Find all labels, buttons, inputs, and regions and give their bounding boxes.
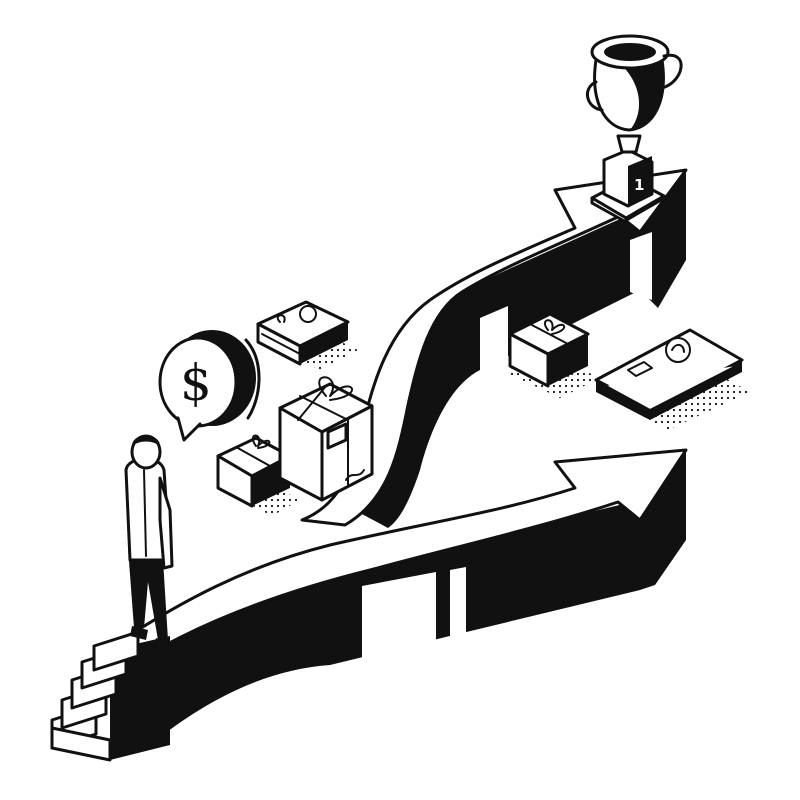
trophy-icon: 1 xyxy=(586,34,683,224)
person-figure xyxy=(124,434,182,650)
staircase xyxy=(50,630,170,762)
gift-box-icon xyxy=(278,376,374,502)
speech-bubble-symbol: $ xyxy=(180,354,212,412)
wallet-icon xyxy=(594,328,744,420)
cash-bundle-icon xyxy=(256,300,350,366)
gift-box-icon xyxy=(508,312,590,388)
trophy-rank-number: 1 xyxy=(634,176,644,194)
lower-arrow-path xyxy=(98,448,688,745)
dollar-speech-bubble-icon: $ xyxy=(158,330,261,442)
